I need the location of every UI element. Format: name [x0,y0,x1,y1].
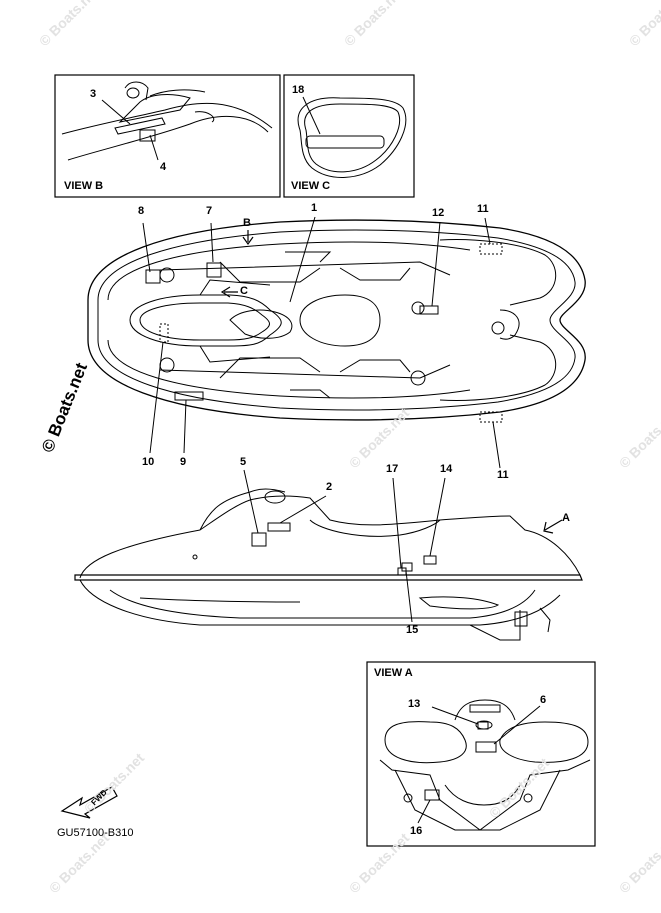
decal-7 [206,262,222,278]
decal-15 [401,562,413,572]
decal-5 [251,532,267,547]
arrow-label-a: A [562,512,570,524]
decal-10 [159,323,169,343]
view-c-title: VIEW C [291,180,331,192]
side-view-hull [74,488,583,641]
view-b-frame [54,74,281,198]
callout-7: 7 [206,205,213,217]
callout-4: 4 [160,161,167,173]
view-a-drawing [379,699,591,831]
decal-13 [477,721,489,730]
arrow-label-c: C [240,285,248,297]
decal-14 [423,555,437,565]
callout-18: 18 [292,84,305,96]
callout-5: 5 [240,456,247,468]
callout-8: 8 [138,205,145,217]
arrow-label-b: B [243,217,251,229]
callout-2: 2 [326,481,333,493]
callout-11-top: 11 [477,203,489,215]
decal-11-top [479,243,503,255]
decal-16 [424,789,440,801]
view-b-drawing [61,81,273,161]
callout-6: 6 [540,694,547,706]
top-view-leaders [142,216,501,469]
callout-16: 16 [410,825,423,837]
callout-10: 10 [142,456,155,468]
callout-1: 1 [311,202,318,214]
view-c-frame [283,74,415,198]
decal-12 [419,305,439,315]
decal-6 [475,741,497,753]
side-view-leaders [243,469,446,623]
callout-12: 12 [432,207,445,219]
decal-2 [267,522,291,532]
view-b-title: VIEW B [64,180,104,192]
part-code: GU57100-B310 [57,827,134,839]
callout-3: 3 [90,88,97,100]
callout-15: 15 [406,624,419,636]
top-view-hull [87,219,586,423]
callout-13: 13 [408,698,421,710]
view-c-drawing [297,96,407,178]
view-a-title: VIEW A [374,667,413,679]
callout-14: 14 [440,463,453,475]
view-a-frame [366,661,596,847]
decal-9 [174,391,204,401]
callout-17: 17 [386,463,399,475]
callout-11-bottom: 11 [497,469,509,481]
callout-9: 9 [180,456,187,468]
fwd-arrow [60,786,118,819]
decal-8 [145,269,161,284]
